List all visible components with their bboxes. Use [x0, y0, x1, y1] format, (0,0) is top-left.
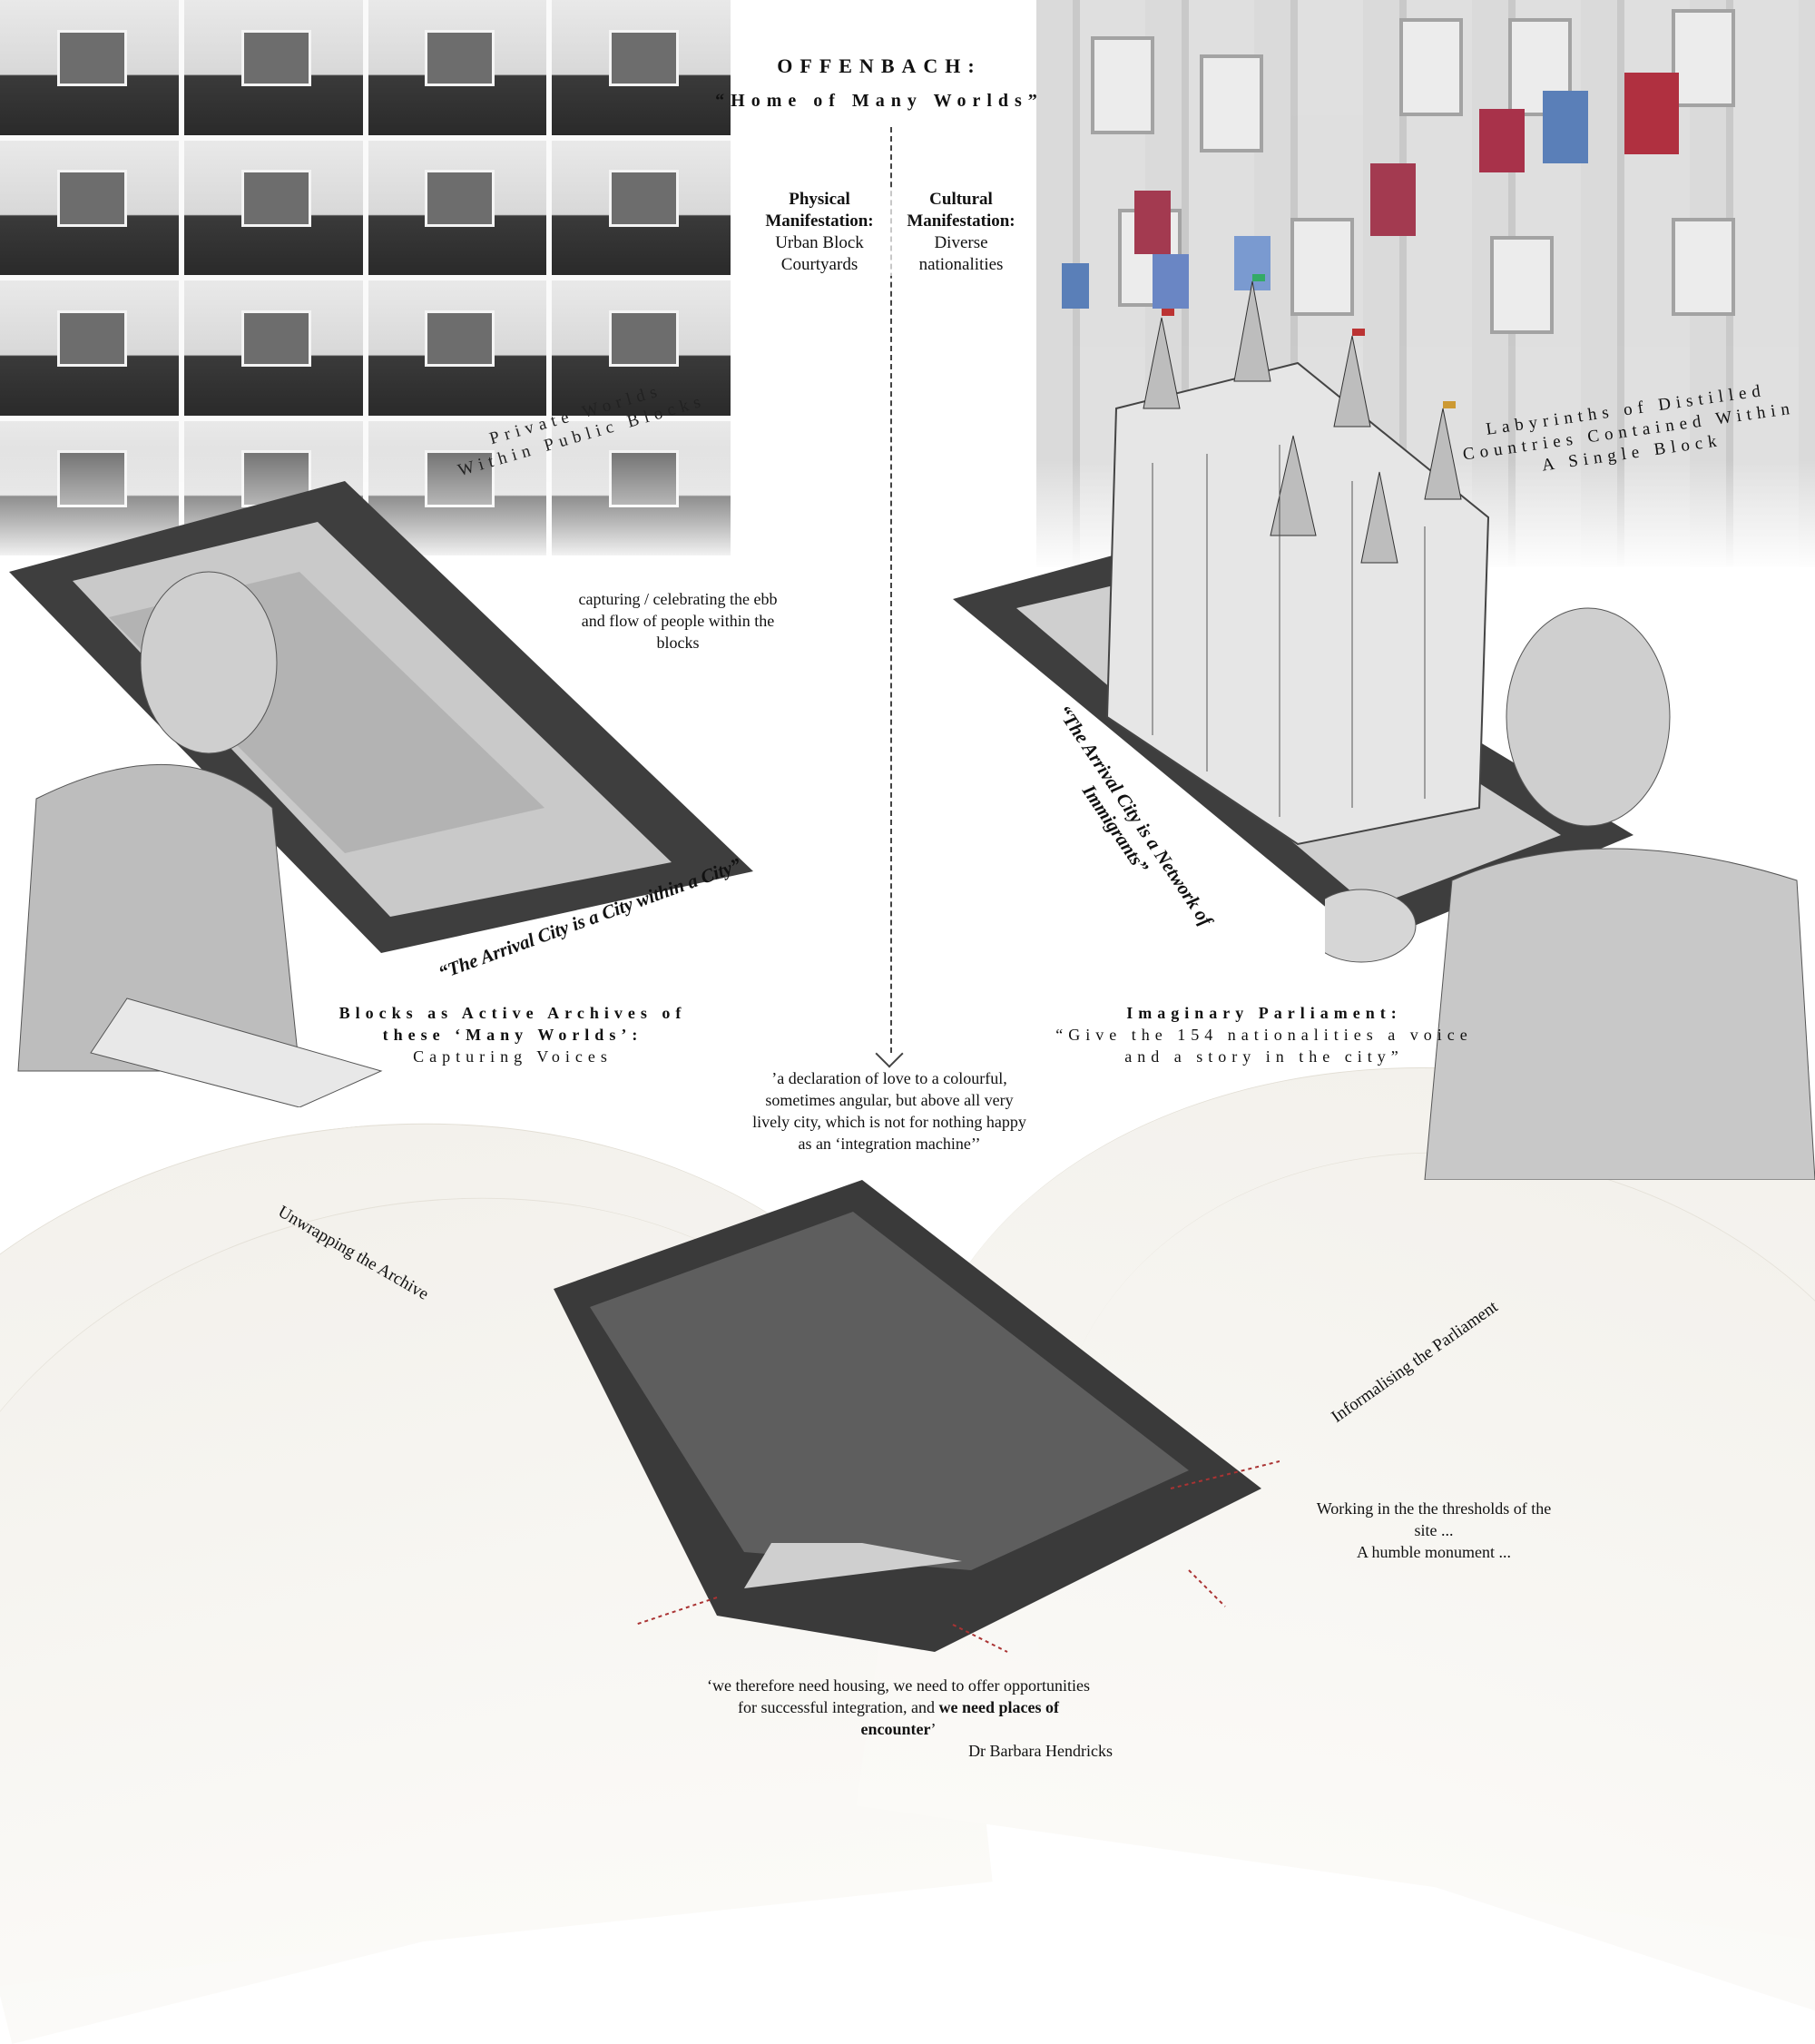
courtyard-photo [368, 140, 547, 275]
castle-drawing [1105, 274, 1490, 846]
flags [1044, 54, 1770, 327]
active-archives-caption: Blocks as Active Archives of these ‘Many… [338, 1004, 687, 1066]
courtyard-photo [0, 140, 179, 275]
declaration-quote: ’a declaration of love to a colourful, s… [752, 1069, 1026, 1153]
courtyard-photo [552, 140, 731, 275]
physical-manifestation: Physical Manifestation: Urban Block Cour… [744, 189, 895, 276]
imaginary-parliament-caption: Imaginary Parliament: “Give the 154 nati… [1055, 1004, 1473, 1066]
poster-title: OFFENBACH: [777, 54, 982, 77]
courtyard-photo [0, 0, 179, 135]
woman-reading-sketch [17, 571, 383, 1107]
window [1200, 54, 1263, 152]
window [1672, 9, 1735, 107]
urban-block-model-center [554, 1180, 1280, 1653]
quote-author: Dr Barbara Hendricks [968, 1742, 1113, 1760]
capturing-caption: capturing / celebrating the ebb and flow… [578, 590, 778, 652]
thresholds-caption: Working in the the thresholds of the sit… [1316, 1499, 1552, 1561]
courtyard-photo [183, 0, 363, 135]
chevron-down-icon [875, 1039, 904, 1068]
window [1399, 18, 1463, 116]
man-gesturing-sketch [1325, 607, 1815, 1180]
center-axis-dashed-line [890, 127, 892, 1053]
courtyard-photo [552, 0, 731, 135]
courtyard-photo [183, 140, 363, 275]
poster-subtitle: “Home of Many Worlds” [715, 91, 1044, 111]
hendricks-quote: ‘we therefore need housing, we need to o… [706, 1676, 1091, 1738]
cultural-manifestation: Cultural Manifestation: Diverse national… [895, 189, 1027, 276]
courtyard-photo [368, 0, 547, 135]
window [1091, 36, 1154, 134]
